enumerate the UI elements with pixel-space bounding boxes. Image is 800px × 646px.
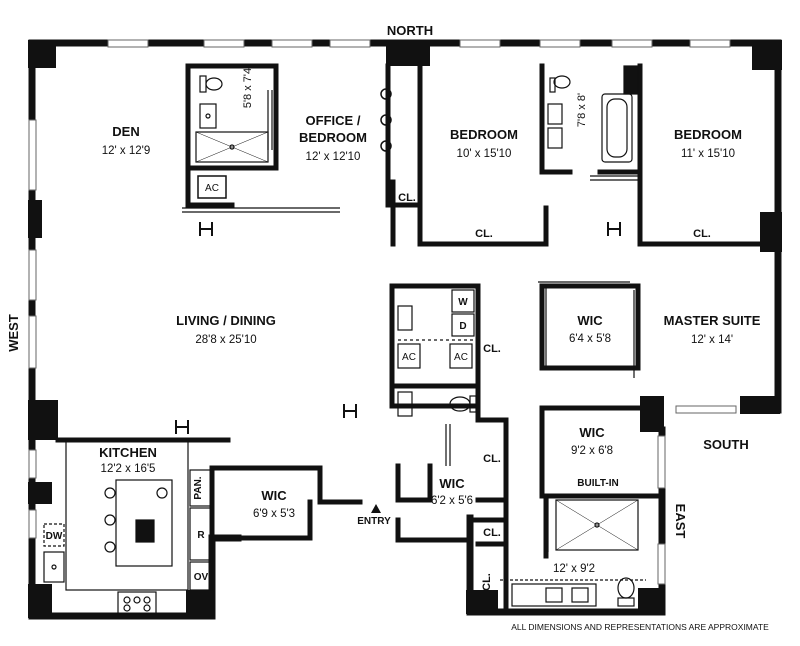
disclaimer-text: ALL DIMENSIONS AND REPRESENTATIONS ARE A… <box>511 622 769 632</box>
room-name-living-dining: LIVING / DINING <box>176 313 276 328</box>
compass-south-label: SOUTH <box>703 437 749 452</box>
bath1-fixtures <box>195 75 269 163</box>
washer-label: W <box>458 297 468 308</box>
ac-label-2: AC <box>402 352 416 363</box>
ac-label-3: AC <box>454 352 468 363</box>
compass-east-label: EAST <box>673 504 688 539</box>
closet-label-bedroom-2: CL. <box>693 228 711 240</box>
door-lines <box>182 90 640 552</box>
compass-west-label: WEST <box>6 314 21 352</box>
closet-hangers <box>380 88 392 152</box>
ac-label-1: AC <box>205 183 219 194</box>
room-name-wic-kitchen: WIC <box>261 488 287 503</box>
master-bath-fixtures <box>500 499 646 607</box>
closet-label-office: CL. <box>398 192 416 204</box>
room-dims-master-suite: 12' x 14' <box>691 334 733 346</box>
room-name-master-suite: MASTER SUITE <box>664 313 761 328</box>
closet-label-bath: CL. <box>481 573 493 591</box>
closet-label-laundry: CL. <box>483 343 501 355</box>
kitchen-fixtures <box>43 439 213 615</box>
windows-north <box>107 39 731 48</box>
room-dims-wic-entry: 6'2 x 5'6 <box>431 495 473 507</box>
windows-east <box>657 405 737 585</box>
closet-label-entry: CL. <box>483 527 501 539</box>
room-dims-bedroom-1: 10' x 15'10 <box>457 148 512 160</box>
windows-west <box>28 119 37 539</box>
room-name-kitchen: KITCHEN <box>99 445 157 460</box>
room-dims-wic-master: 6'4 x 5'8 <box>569 333 611 345</box>
room-dims-living-dining: 28'8 x 25'10 <box>195 334 256 346</box>
room-name-den: DEN <box>112 124 139 139</box>
dishwasher-label: DW <box>46 531 63 542</box>
room-name-bedroom-2: BEDROOM <box>674 127 742 142</box>
laundry-fixtures <box>397 289 477 417</box>
built-in-label: BUILT-IN <box>577 478 618 489</box>
room-dims-bath-1: 5'8 x 7'4 <box>242 68 254 108</box>
bath2-fixtures <box>547 65 639 163</box>
room-name-office-line1: OFFICE / <box>306 113 361 128</box>
entry-label: ENTRY <box>357 516 391 527</box>
room-dims-wic-south: 9'2 x 6'8 <box>571 445 613 457</box>
room-dims-bedroom-2: 11' x 15'10 <box>681 148 735 160</box>
room-name-bedroom-1: BEDROOM <box>450 127 518 142</box>
entry-arrow-icon <box>371 504 381 513</box>
room-dims-den: 12' x 12'9 <box>102 145 151 157</box>
room-dims-kitchen: 12'2 x 16'5 <box>101 463 156 475</box>
refrigerator-label: R <box>197 530 205 541</box>
ac-unit-1 <box>197 175 227 199</box>
room-dims-office: 12' x 12'10 <box>306 151 361 163</box>
room-dims-master-bath: 12' x 9'2 <box>553 563 595 575</box>
pantry-label: PAN. <box>193 476 204 499</box>
closet-label-bedroom-1: CL. <box>475 228 493 240</box>
door-markers <box>175 222 621 434</box>
room-name-wic-entry: WIC <box>439 476 465 491</box>
dryer-label: D <box>459 321 466 332</box>
compass-north-label: NORTH <box>387 23 433 38</box>
room-name-office-line2: BEDROOM <box>299 130 367 145</box>
interior-walls <box>55 63 781 615</box>
closet-label-hall: CL. <box>483 453 501 465</box>
room-name-wic-south: WIC <box>579 425 605 440</box>
room-name-wic-master: WIC <box>577 313 603 328</box>
oven-label: OV <box>194 572 209 583</box>
room-dims-bath-2: 7'8 x 8' <box>576 93 588 127</box>
room-dims-wic-kitchen: 6'9 x 5'3 <box>253 508 295 520</box>
wall-piers <box>28 40 782 618</box>
